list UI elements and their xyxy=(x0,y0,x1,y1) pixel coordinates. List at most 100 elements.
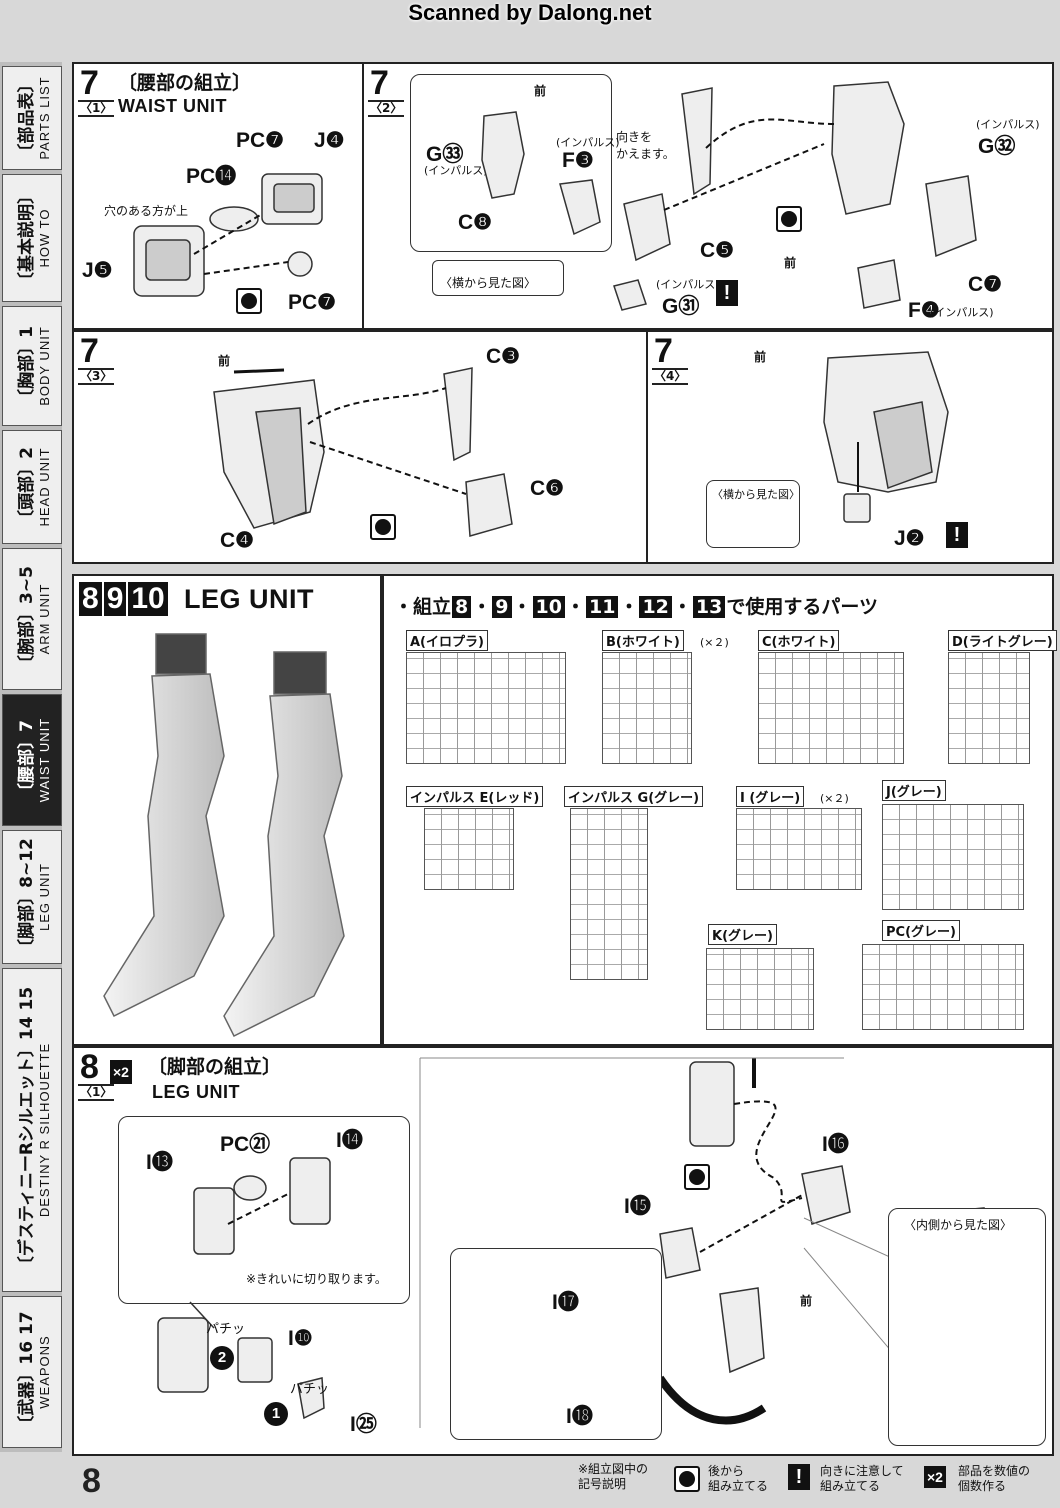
tab-label-jp: 〔脚部〕8~12 xyxy=(17,838,37,956)
page-number: 8 xyxy=(82,1462,101,1500)
tab-label-jp: 〔頭部〕2 xyxy=(17,447,37,527)
impulse-note: (インパルス) xyxy=(424,164,488,177)
turn-note: 向きを かえます。 xyxy=(616,130,675,161)
runner-a-image xyxy=(406,652,566,764)
step-title-en: LEG UNIT xyxy=(152,1082,240,1102)
order-one-badge: 1 xyxy=(264,1402,288,1426)
runner-label-k: K(グレー) xyxy=(708,924,777,945)
label-i16: I⓰ xyxy=(822,1133,849,1156)
leg-render-image xyxy=(103,633,345,1038)
leg-unit-title: LEG UNIT xyxy=(184,584,314,614)
scan-credit: Scanned by Dalong.net xyxy=(408,0,652,25)
runner-label-j: J(グレー) xyxy=(882,780,946,801)
tab-label-en: HEAD UNIT xyxy=(37,447,52,527)
label-i14: I⓮ xyxy=(336,1129,363,1152)
detail-bubble xyxy=(118,1116,410,1304)
runner-multiplier: (×２) xyxy=(700,636,729,649)
label-i13: I⓭ xyxy=(146,1151,173,1174)
make-two-icon: ×2 xyxy=(110,1060,132,1084)
label-pc14: PC⓮ xyxy=(186,165,237,188)
tab-label-en: HOW TO xyxy=(37,208,52,268)
cut-cleanly-note: ※きれいに切り取ります。 xyxy=(246,1272,387,1286)
runner-g-image xyxy=(570,808,648,980)
label-c7: C❼ xyxy=(968,273,1002,296)
step-8-1-panel: 8 〈1〉 ×2 〔脚部の組立〕 LEG UNIT PC㉑ I⓮ I⓭ ※きれい… xyxy=(72,1046,1054,1456)
tab-label-jp: 〔腕部〕3~5 xyxy=(17,566,37,672)
side-view-bubble xyxy=(706,480,800,548)
label-i10: I❿ xyxy=(288,1327,313,1350)
step-number: 12 xyxy=(639,596,672,618)
label-c3: C❸ xyxy=(486,345,520,368)
label-f4: F❹ xyxy=(908,299,940,322)
step-number: 7 xyxy=(80,332,99,370)
tab-label-jp: 〔武器〕16 17 xyxy=(17,1311,37,1433)
tab-parts-list[interactable]: 〔部品表〕PARTS LIST xyxy=(2,66,62,170)
runner-label-c: C(ホワイト) xyxy=(758,630,840,651)
legend-count-text: 部品を数値の 個数作る xyxy=(958,1464,1031,1493)
step-7-4-panel: 7 〈4〉 前 〈横から見た図〉 J❷ ! xyxy=(646,330,1054,564)
front-label: 前 xyxy=(800,1294,813,1308)
runner-i-image xyxy=(736,808,862,890)
label-pc21: PC㉑ xyxy=(220,1133,271,1156)
step-number: 9 xyxy=(492,596,512,618)
label-c6: C❻ xyxy=(530,477,564,500)
step-number: 10 xyxy=(128,582,168,616)
runner-b-image xyxy=(602,652,692,764)
step-number: 7 xyxy=(370,64,389,102)
impulse-note: (インパルス) xyxy=(976,118,1040,131)
runner-e-image xyxy=(424,808,514,890)
assemble-later-icon xyxy=(674,1466,700,1492)
label-i15: I⓯ xyxy=(624,1195,651,1218)
substep-label: 〈3〉 xyxy=(78,368,115,385)
tab-label-jp: 〔部品表〕 xyxy=(17,75,37,161)
front-label: 前 xyxy=(784,256,797,270)
side-view-bubble xyxy=(432,260,564,296)
tab-label-jp: 〔デスティニーRシルエット〕14 15 xyxy=(17,986,37,1274)
make-count-icon: ×2 xyxy=(924,1466,946,1488)
tab-label-en: WEAPONS xyxy=(37,1335,52,1409)
label-g33: G㉝ xyxy=(426,143,464,166)
front-label: 前 xyxy=(754,350,767,364)
step-7-1-panel: 7 〈1〉 〔腰部の組立〕 WAIST UNIT PC❼ J❹ PC⓮ 穴のある… xyxy=(72,62,364,330)
label-j4: J❹ xyxy=(314,129,345,152)
tab-label-jp: 〔胸部〕1 xyxy=(17,326,37,406)
runner-c-image xyxy=(758,652,904,764)
legend-rotate-text: 後から 組み立てる xyxy=(708,1464,769,1493)
step-number: 8 xyxy=(80,1048,99,1086)
tab-how-to[interactable]: 〔基本説明〕HOW TO xyxy=(2,174,62,302)
step-number: 7 xyxy=(80,64,99,102)
detail-bubble xyxy=(450,1248,662,1440)
label-j5: J❺ xyxy=(82,259,113,282)
label-c4: C❹ xyxy=(220,529,254,552)
impulse-note: (インパルス) xyxy=(556,136,620,149)
tab-label-en: LEG UNIT xyxy=(37,863,52,931)
waist-side-armor-drawing xyxy=(213,367,513,537)
step-7-3-panel: 7 〈3〉 前 C❸ C❻ C❹ xyxy=(72,330,648,564)
assemble-later-icon xyxy=(370,514,396,540)
tab-label-en: PARTS LIST xyxy=(37,76,52,160)
waist-assembly-drawing xyxy=(133,173,323,297)
click-sound-label: パチッ xyxy=(206,1322,246,1337)
runner-label-b: B(ホワイト) xyxy=(602,630,684,651)
step-number: 13 xyxy=(692,596,726,618)
tab-label-en: BODY UNIT xyxy=(37,326,52,406)
label-g32: G㉜ xyxy=(978,135,1016,158)
runner-label-g: インパルス G(グレー) xyxy=(564,786,704,807)
step-7-2-panel: 7 〈2〉 前 向きを かえます。 G㉝ (インパルス) (インパルス) F❸ … xyxy=(362,62,1054,330)
label-g31: G㉛ xyxy=(662,295,700,318)
impulse-note: (インパルス) xyxy=(656,278,720,291)
tab-label-jp: 〔腰部〕7 xyxy=(17,720,37,800)
label-f3: F❸ xyxy=(562,149,594,172)
caution-icon: ! xyxy=(788,1464,810,1490)
step-title: 〔腰部の組立〕 xyxy=(118,72,252,94)
